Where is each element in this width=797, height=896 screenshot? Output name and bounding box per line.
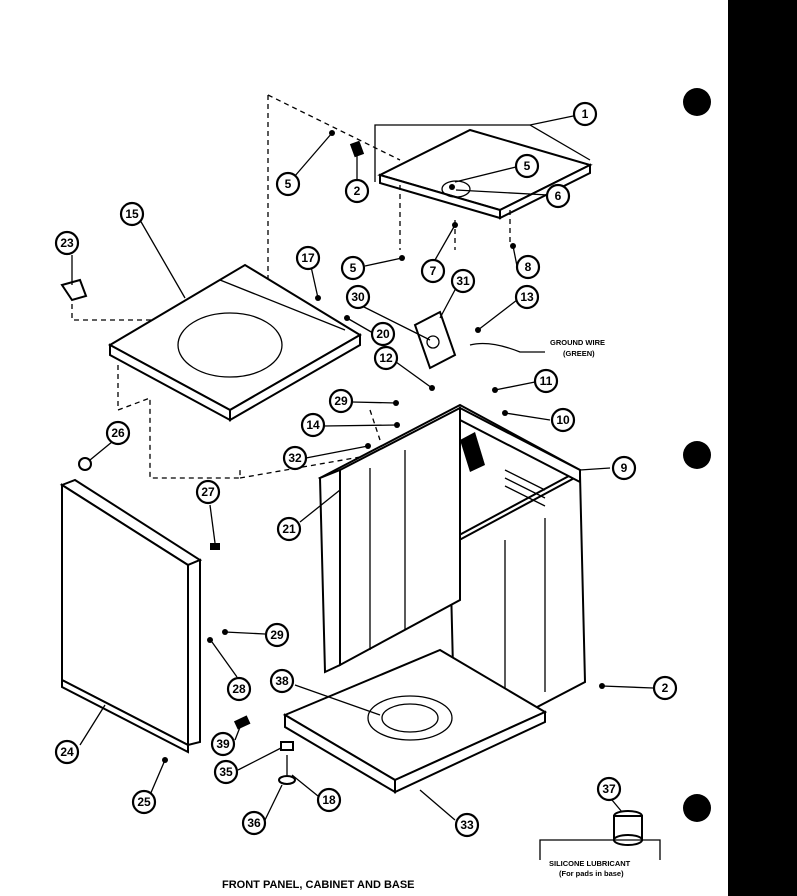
callout-label: 10 <box>556 413 570 427</box>
diagram-title: FRONT PANEL, CABINET AND BASE <box>222 879 415 891</box>
callout-31: 31 <box>450 268 476 294</box>
cabinet-top-panel <box>60 263 362 422</box>
callout-label: 24 <box>60 745 74 759</box>
callout-6: 6 <box>545 183 571 209</box>
callout-label: 28 <box>232 682 246 696</box>
callout-30: 30 <box>345 284 371 310</box>
callout-label: 25 <box>137 795 151 809</box>
callout-label: 18 <box>322 793 336 807</box>
punch-hole <box>683 794 711 822</box>
callout-5: 5 <box>514 153 540 179</box>
callout-label: 15 <box>125 207 139 221</box>
callout-38: 38 <box>269 668 295 694</box>
silicone-lubricant-note: (For pads in base) <box>559 869 624 878</box>
callout-29: 29 <box>264 622 290 648</box>
callout-37: 37 <box>596 776 622 802</box>
callout-label: 35 <box>219 765 233 779</box>
callout-label: 20 <box>376 327 390 341</box>
callout-label: 11 <box>540 374 553 388</box>
callout-label: 36 <box>247 816 261 830</box>
callout-36: 36 <box>241 810 267 836</box>
callout-12: 12 <box>373 345 399 371</box>
callout-17: 17 <box>295 245 321 271</box>
callout-label: 2 <box>662 681 669 695</box>
callout-1: 1 <box>572 101 598 127</box>
callout-23: 23 <box>54 230 80 256</box>
callout-label: 1 <box>582 107 589 121</box>
punch-hole <box>683 441 711 469</box>
callout-21: 21 <box>276 516 302 542</box>
callout-5: 5 <box>340 255 366 281</box>
callout-20: 20 <box>370 321 396 347</box>
callout-9: 9 <box>611 455 637 481</box>
callout-14: 14 <box>300 412 326 438</box>
callout-33: 33 <box>454 812 480 838</box>
callout-label: 8 <box>525 260 532 274</box>
ground-wire-color-label: (GREEN) <box>563 349 595 358</box>
callout-35: 35 <box>213 759 239 785</box>
callout-label: 37 <box>602 782 616 796</box>
callout-10: 10 <box>550 407 576 433</box>
callout-24: 24 <box>54 739 80 765</box>
callout-label: 2 <box>354 184 361 198</box>
callout-label: 26 <box>111 426 125 440</box>
callout-label: 5 <box>285 177 292 191</box>
callout-label: 17 <box>301 251 315 265</box>
callout-2: 2 <box>652 675 678 701</box>
callout-label: 27 <box>201 485 215 499</box>
callout-15: 15 <box>119 201 145 227</box>
callout-27: 27 <box>195 479 221 505</box>
callout-32: 32 <box>282 445 308 471</box>
callout-8: 8 <box>515 254 541 280</box>
callout-label: 30 <box>351 290 365 304</box>
ground-wire-label: GROUND WIRE <box>550 338 605 347</box>
silicone-lubricant-label: SILICONE LUBRICANT <box>549 859 631 868</box>
callout-label: 29 <box>270 628 284 642</box>
callout-label: 9 <box>621 461 628 475</box>
callout-label: 5 <box>524 159 531 173</box>
callout-5: 5 <box>275 171 301 197</box>
callout-26: 26 <box>105 420 131 446</box>
punch-hole <box>683 88 711 116</box>
callout-label: 21 <box>282 522 296 536</box>
callout-18: 18 <box>316 787 342 813</box>
callout-label: 12 <box>379 351 393 365</box>
lubricant-can <box>539 810 661 860</box>
callout-29: 29 <box>328 388 354 414</box>
leader-lines <box>71 132 654 821</box>
callout-label: 14 <box>306 418 320 432</box>
callout-label: 5 <box>350 261 357 275</box>
base <box>278 648 605 794</box>
callout-label: 23 <box>60 236 74 250</box>
callout-label: 38 <box>275 674 289 688</box>
callout-13: 13 <box>514 284 540 310</box>
callout-39: 39 <box>210 731 236 757</box>
scan-edge <box>728 0 797 896</box>
mounting-bracket <box>413 310 545 370</box>
callout-11: 11 <box>533 368 559 394</box>
top-lid-assembly <box>374 114 593 220</box>
callout-label: 31 <box>456 274 470 288</box>
callout-label: 33 <box>460 818 474 832</box>
callout-25: 25 <box>131 789 157 815</box>
callout-label: 32 <box>288 451 302 465</box>
callout-label: 7 <box>430 264 437 278</box>
callout-label: 29 <box>334 394 348 408</box>
callout-7: 7 <box>420 258 446 284</box>
callout-label: 39 <box>216 737 230 751</box>
callout-label: 6 <box>555 189 562 203</box>
callout-2: 2 <box>344 178 370 204</box>
callout-28: 28 <box>226 676 252 702</box>
front-panel <box>59 457 251 763</box>
callout-label: 13 <box>520 290 534 304</box>
